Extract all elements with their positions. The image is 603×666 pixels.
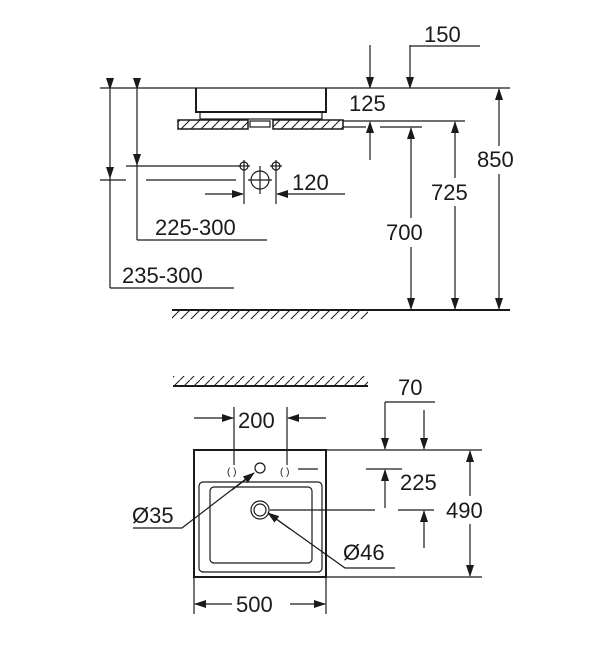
tap-hole-marker-left: ( ) <box>227 467 236 478</box>
basin-outline <box>193 449 327 578</box>
countertop-opening <box>249 120 271 128</box>
basin-side <box>195 88 327 113</box>
dim-70-label: 70 <box>398 375 422 400</box>
drain-icon <box>250 500 270 520</box>
dim-700-label: 700 <box>386 220 423 245</box>
basin-base <box>199 111 323 120</box>
countertop-left <box>177 119 249 130</box>
tap-hole-leader <box>133 474 252 529</box>
dim-725-label: 725 <box>431 180 468 205</box>
dim-120-label: 120 <box>292 170 329 195</box>
dim-225-300-label: 225-300 <box>155 215 236 240</box>
tap-hole-marker-right: ( ) <box>280 467 289 478</box>
basin-bowl <box>209 486 313 564</box>
waste-outlet-icon <box>248 166 272 194</box>
side-view: 150 125 700 725 850 235-300 225-300 <box>100 22 514 319</box>
drain-diameter-label: Ø46 <box>343 540 385 565</box>
tap-hole-icon <box>254 462 266 474</box>
dim-235-300-label: 235-300 <box>122 263 203 288</box>
dim-490-label: 490 <box>446 498 483 523</box>
tap-hole-diameter-label: Ø35 <box>132 503 174 528</box>
dim-500-label: 500 <box>236 592 273 617</box>
floor-hatch <box>172 311 368 319</box>
drain-leader <box>271 515 395 569</box>
wall-hatch <box>173 376 368 385</box>
dim-125-label: 125 <box>349 91 386 116</box>
dim-225-label: 225 <box>400 470 437 495</box>
countertop-right <box>272 119 344 130</box>
dim-200-label: 200 <box>238 408 275 433</box>
top-view: ( ) ( ) 200 70 225 490 50 <box>132 375 483 617</box>
dim-850-label: 850 <box>477 147 514 172</box>
basin-rim <box>198 481 323 573</box>
dim-150-label: 150 <box>424 22 461 47</box>
